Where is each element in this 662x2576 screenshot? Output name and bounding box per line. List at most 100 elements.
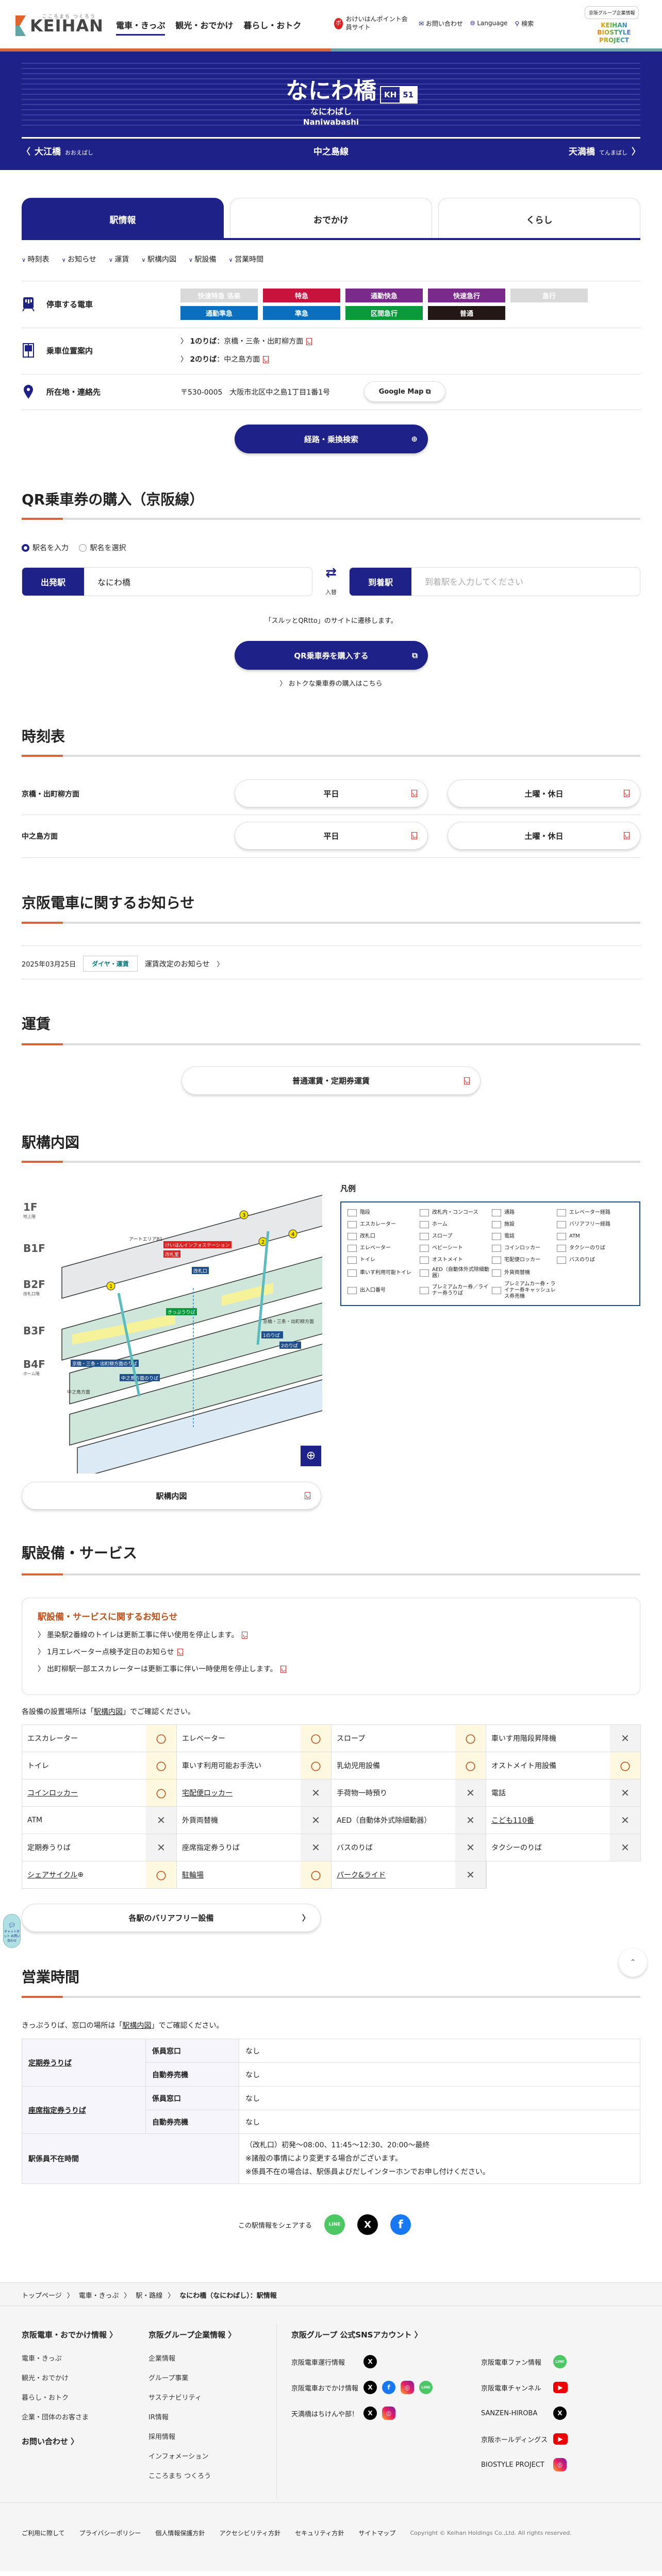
breadcrumb-item[interactable]: トップページ	[22, 2292, 62, 2300]
contact-link[interactable]: ✉ お問い合わせ	[419, 19, 463, 28]
search-link[interactable]: ⚲ 検索	[515, 19, 534, 28]
youtube-icon[interactable]: ▶	[553, 2433, 568, 2445]
anchor-station-map[interactable]: 駅構内図	[141, 254, 176, 264]
footer-bottom-link[interactable]: 個人情報保護方針	[155, 2530, 205, 2537]
footer-link[interactable]: グループ事業	[148, 2375, 189, 2382]
x-icon[interactable]: X	[363, 2406, 377, 2420]
footer-bottom-link[interactable]: ご利用に際して	[22, 2530, 65, 2537]
youtube-icon[interactable]: ▶	[553, 2382, 568, 2393]
breadcrumb-item[interactable]: 駅・路線	[136, 2292, 163, 2300]
facility-notice-item[interactable]: 出町柳駅一部エスカレーターは更新工事に伴い一時使用を停止します。	[38, 1664, 624, 1674]
facility-link[interactable]: パーク&ライド	[337, 1871, 386, 1879]
x-share-icon[interactable]: X	[357, 2214, 378, 2235]
buy-qr-ticket-button[interactable]: QR乗車券を購入する⧉	[235, 641, 428, 670]
facility-name[interactable]: こども110番	[486, 1807, 610, 1834]
chatbot-button[interactable]: 💬︎チャットボット お問い合わせ	[3, 1914, 21, 1948]
station-map-pdf-button[interactable]: 駅構内図	[22, 1482, 321, 1510]
language-link[interactable]: 🌐︎ Language	[470, 20, 508, 27]
timetable-weekday-button[interactable]: 平日	[235, 822, 428, 850]
instagram-icon[interactable]: ◎	[382, 2406, 395, 2420]
footer-bottom-link[interactable]: セキュリティ方針	[295, 2530, 344, 2537]
timetable-weekday-button[interactable]: 平日	[235, 779, 428, 807]
tab-station-info[interactable]: 駅情報	[22, 198, 224, 240]
station-map-link[interactable]: 駅構内図	[94, 1708, 123, 1716]
footer-sns-title[interactable]: 京阪グループ 公式SNSアカウント 〉	[291, 2330, 422, 2340]
arrival-input[interactable]	[411, 568, 640, 596]
anchor-news[interactable]: お知らせ	[62, 254, 96, 264]
google-map-button[interactable]: Google Map ⧉	[364, 381, 445, 402]
nav-living[interactable]: 暮らし・おトク	[243, 21, 302, 30]
zoom-icon[interactable]: ⊕	[77, 1871, 84, 1879]
footer-link[interactable]: IR情報	[148, 2414, 169, 2421]
facility-link[interactable]: 駐輪場	[182, 1871, 204, 1879]
platform-2-link[interactable]: 〉 2のりば：中之島方面	[180, 354, 269, 364]
facility-link[interactable]: こども110番	[491, 1817, 534, 1825]
facility-name[interactable]: シェアサイクル ⊕	[22, 1861, 146, 1889]
corp-info-link[interactable]: 京阪グループ企業情報	[585, 6, 639, 19]
instagram-icon[interactable]: ◎	[553, 2458, 567, 2471]
footer-link[interactable]: 観光・おでかけ	[22, 2375, 69, 2382]
facebook-share-icon[interactable]: f	[390, 2214, 411, 2235]
footer-bottom-link[interactable]: サイトマップ	[358, 2530, 396, 2537]
footer-bottom-link[interactable]: プライバシーポリシー	[79, 2530, 141, 2537]
facility-name[interactable]: 駐輪場	[177, 1861, 301, 1889]
x-icon[interactable]: X	[553, 2406, 567, 2420]
footer-contact-link[interactable]: お問い合わせ 〉	[22, 2437, 79, 2446]
radio-enter-name[interactable]: 駅名を入力	[22, 543, 69, 553]
timetable-holiday-button[interactable]: 土曜・休日	[448, 779, 640, 807]
station-map-link[interactable]: 駅構内図	[122, 2022, 152, 2030]
facility-notice-item[interactable]: 1月エレベーター点検予定日のお知らせ	[38, 1647, 624, 1657]
facility-name[interactable]: コインロッカー	[22, 1780, 146, 1807]
swap-button[interactable]: ⇄入替	[321, 566, 341, 600]
reserved-seat-office-link[interactable]: 座席指定券うりば	[28, 2106, 86, 2115]
points-site-link[interactable]: ポおけいはんポイント会員サイト	[334, 15, 411, 31]
tab-outing[interactable]: おでかけ	[230, 198, 432, 240]
next-station-link[interactable]: 天満橋てんまばし〉	[569, 144, 640, 157]
footer-link[interactable]: インフォメーション	[148, 2453, 209, 2461]
facility-link[interactable]: シェアサイクル	[27, 1871, 78, 1879]
facility-link[interactable]: 宅配便ロッカー	[182, 1789, 233, 1798]
barrier-free-button[interactable]: 各駅のバリアフリー設備〉	[22, 1904, 321, 1932]
line-icon[interactable]: LINE	[419, 2381, 433, 2394]
deal-ticket-link[interactable]: 〉 おトクな乗車券の購入はこちら	[279, 680, 383, 688]
keihan-logo[interactable]: KEIHAN	[15, 15, 104, 36]
anchor-hours[interactable]: 営業時間	[229, 254, 263, 264]
instagram-icon[interactable]: ◎	[401, 2381, 414, 2394]
radio-select-name[interactable]: 駅名を選択	[79, 543, 126, 553]
x-icon[interactable]: X	[363, 2355, 377, 2368]
anchor-fare[interactable]: 運賃	[109, 254, 129, 264]
footer-link[interactable]: こころまち つくろう	[148, 2472, 211, 2480]
prev-station-link[interactable]: 〈大江橋おおえばし	[22, 144, 93, 157]
tab-living[interactable]: くらし	[438, 198, 640, 240]
footer-link[interactable]: 採用情報	[148, 2433, 176, 2441]
timetable-holiday-button[interactable]: 土曜・休日	[448, 822, 640, 850]
nav-sightseeing[interactable]: 観光・おでかけ	[175, 21, 234, 30]
platform-1-link[interactable]: 〉 1のりば：京橋・三条・出町柳方面	[180, 336, 312, 346]
footer-link[interactable]: 企業・団体のお客さま	[22, 2414, 89, 2421]
station-map-image[interactable]: 1F地上階B1FB2F改札口階B3FB4Fホーム階アートエリアB1けいはんインフ…	[21, 1180, 322, 1473]
facility-notice-item[interactable]: 墨染駅2番線のトイレは更新工事に伴い使用を停止します。	[38, 1630, 624, 1640]
facility-name[interactable]: パーク&ライド	[332, 1861, 455, 1889]
facility-link[interactable]: コインロッカー	[27, 1789, 78, 1798]
facility-name[interactable]: 宅配便ロッカー	[177, 1780, 301, 1807]
breadcrumb-item[interactable]: 電車・きっぷ	[78, 2292, 119, 2300]
line-icon[interactable]: LINE	[553, 2355, 567, 2368]
news-item[interactable]: 2025年03月25日 ダイヤ・運賃 運賃改定のお知らせ〉	[22, 956, 224, 972]
nav-trains[interactable]: 電車・きっぷ	[116, 19, 166, 36]
commuter-pass-office-link[interactable]: 定期券うりば	[28, 2059, 72, 2067]
route-search-button[interactable]: 経路・乗換検索⊕	[235, 425, 428, 453]
footer-col2-title[interactable]: 京阪グループ企業情報 〉	[148, 2330, 236, 2340]
footer-bottom-link[interactable]: アクセシビリティ方針	[219, 2530, 281, 2537]
map-zoom-button[interactable]: ⊕	[301, 1446, 321, 1466]
biostyle-logo[interactable]: KEIHAN BIOSTYLE PROJECT	[591, 22, 637, 44]
line-share-icon[interactable]: LINE	[324, 2214, 345, 2235]
page-top-button[interactable]: ⌃	[619, 1948, 647, 1977]
fare-button[interactable]: 普通運賃・定期券運賃	[181, 1066, 481, 1095]
footer-col1-title[interactable]: 京阪電車・おでかけ情報 〉	[22, 2330, 118, 2340]
facebook-icon[interactable]: f	[382, 2381, 395, 2394]
anchor-timetable[interactable]: 時刻表	[22, 254, 49, 264]
footer-link[interactable]: 暮らし・おトク	[22, 2394, 69, 2402]
footer-link[interactable]: 企業情報	[148, 2355, 176, 2363]
anchor-facilities[interactable]: 駅設備	[189, 254, 217, 264]
footer-link[interactable]: 電車・きっぷ	[22, 2355, 62, 2363]
